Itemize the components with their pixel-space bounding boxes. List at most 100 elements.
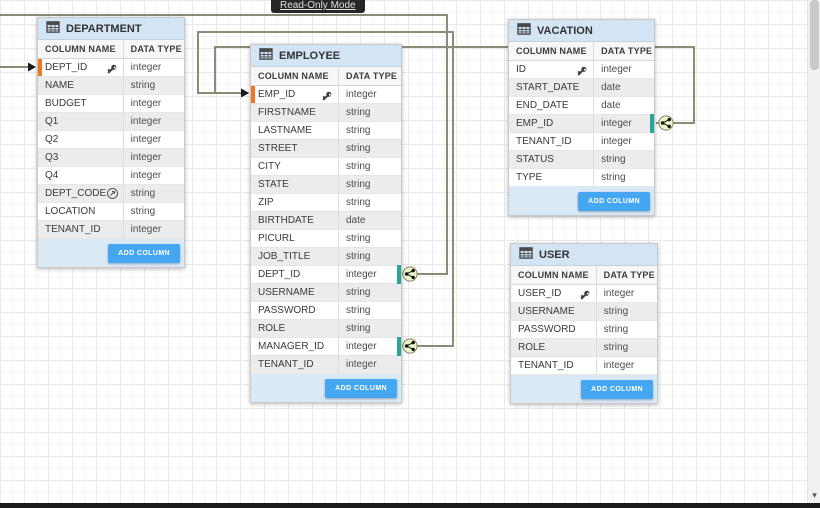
data-type-cell: string xyxy=(338,122,401,139)
column-name-cell: Q1 xyxy=(38,116,123,127)
column-name-cell: Q2 xyxy=(38,134,123,145)
data-type: date xyxy=(346,215,366,226)
table-header[interactable]: EMPLOYEE xyxy=(251,45,401,67)
data-type-cell: string xyxy=(338,320,401,337)
column-name-cell: EMP_ID xyxy=(251,89,338,101)
data-type-cell: string xyxy=(338,104,401,121)
column-name: STREET xyxy=(258,143,298,154)
relationship-edge[interactable] xyxy=(197,31,454,347)
scroll-down-button[interactable]: ▾ xyxy=(808,489,820,501)
table-title: USER xyxy=(539,248,570,261)
table-footer: ADD COLUMN xyxy=(511,375,657,403)
data-type-cell: string xyxy=(595,321,657,338)
data-type-cell: integer xyxy=(122,59,184,76)
add-column-button[interactable]: ADD COLUMN xyxy=(578,191,650,211)
data-type: integer xyxy=(130,224,162,235)
data-type-header: DATA TYPE xyxy=(338,67,401,85)
column-name: USERNAME xyxy=(258,287,315,298)
table-row[interactable]: DEPT_ID integer xyxy=(38,59,184,77)
data-type: string xyxy=(346,305,371,316)
bottom-bar xyxy=(0,503,820,508)
table-row[interactable]: TENANT_ID integer xyxy=(38,221,184,239)
relationship-edge[interactable] xyxy=(214,46,695,124)
add-column-button[interactable]: ADD COLUMN xyxy=(325,378,397,398)
relationship-connector[interactable] xyxy=(658,115,674,131)
table-footer: ADD COLUMN xyxy=(38,239,184,267)
table-header[interactable]: VACATION xyxy=(509,20,654,42)
data-type-cell: integer xyxy=(122,149,184,166)
column-name-cell: BUDGET xyxy=(38,98,123,109)
table-header[interactable]: DEPARTMENT xyxy=(38,18,184,40)
column-name-cell: STATE xyxy=(251,179,338,190)
table-header[interactable]: USER xyxy=(511,244,657,266)
data-type-cell: integer xyxy=(593,115,654,132)
data-type-cell: string xyxy=(338,302,401,319)
column-name-cell: CITY xyxy=(251,161,338,172)
column-name-cell: EMP_ID xyxy=(509,118,593,129)
column-name-cell: TENANT_ID xyxy=(38,224,123,235)
read-only-mode-label: Read-Only Mode xyxy=(280,0,356,11)
column-name: ID xyxy=(516,64,526,75)
relationship-connector[interactable] xyxy=(402,338,418,354)
data-type: integer xyxy=(346,269,377,280)
column-name-cell: ROLE xyxy=(511,342,596,353)
add-column-button[interactable]: ADD COLUMN xyxy=(108,243,180,263)
column-name: TENANT_ID xyxy=(45,224,101,235)
data-type-cell: string xyxy=(595,339,657,356)
vertical-scrollbar[interactable]: ▾ xyxy=(807,0,820,503)
vertical-scrollbar-thumb[interactable] xyxy=(810,0,819,70)
data-type-cell: string xyxy=(338,230,401,247)
add-column-button[interactable]: ADD COLUMN xyxy=(581,379,653,399)
relationship-connector[interactable] xyxy=(402,266,418,282)
relationship-edge[interactable] xyxy=(0,14,448,275)
column-name-cell: LASTNAME xyxy=(251,125,338,136)
column-name: DEPT_ID xyxy=(45,62,88,73)
data-type: string xyxy=(601,154,626,165)
scroll-down-icon: ▾ xyxy=(812,489,817,500)
column-name: END_DATE xyxy=(516,100,569,111)
